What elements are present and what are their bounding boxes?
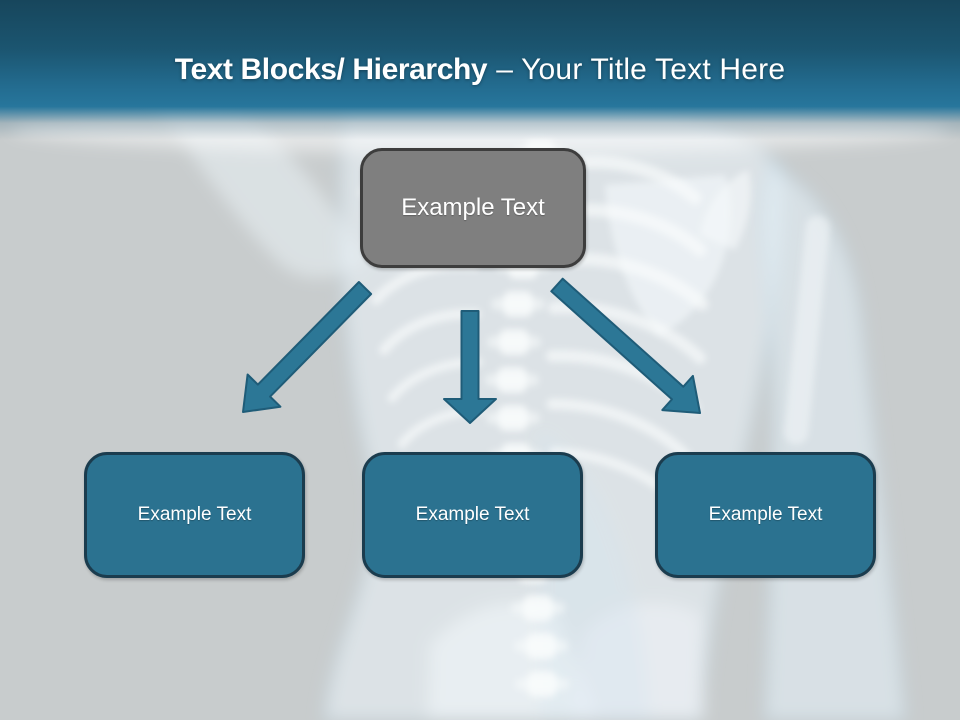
hierarchy-child-1-label: Example Text [137,504,252,525]
hierarchy-root-label: Example Text [401,194,545,221]
hierarchy-child-2-label: Example Text [415,504,530,525]
slide-header: Text Blocks/ Hierarchy– Your Title Text … [0,0,960,140]
hierarchy-child-box-2: Example Text [362,452,583,578]
hierarchy-child-box-3: Example Text [655,452,876,578]
slide-title-bold: Text Blocks/ Hierarchy [174,53,488,86]
slide-title: Text Blocks/ Hierarchy– Your Title Text … [0,53,960,87]
hierarchy-child-3-label: Example Text [708,504,823,525]
slide-title-light: – Your Title Text Here [496,53,786,86]
hierarchy-child-box-1: Example Text [84,452,305,578]
hierarchy-root-box: Example Text [360,148,586,268]
